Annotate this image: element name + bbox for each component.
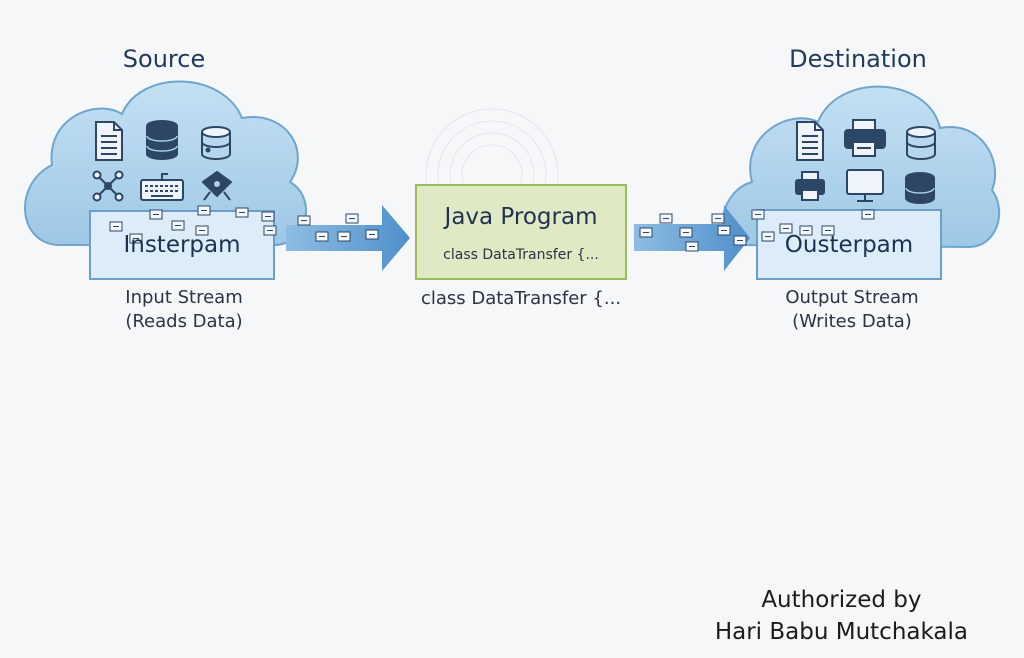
java-program-box: [415, 184, 627, 280]
network-icon: [92, 170, 124, 202]
database-icon: [905, 172, 935, 204]
author-line2: Hari Babu Mutchakala: [714, 619, 968, 645]
database-icon: [146, 120, 178, 160]
source-icons: [92, 120, 233, 202]
printer-icon: [844, 119, 886, 157]
destination-title: Destination: [789, 45, 927, 73]
output-stream-caption: Output Stream (Writes Data): [762, 286, 942, 334]
document-icon: [796, 121, 824, 161]
output-stream-box-label: Ousterpam: [784, 232, 914, 258]
input-stream-box-label: Insterpam: [123, 232, 241, 258]
monitor-icon: [846, 169, 884, 202]
source-title: Source: [122, 45, 206, 73]
author-credit: Authorized by Hari Babu Mutchakala: [715, 584, 968, 648]
java-program-code: class DataTransfer {...: [443, 247, 599, 263]
share-icon: [201, 170, 233, 201]
keyboard-icon: [140, 173, 184, 201]
output-stream-caption-line2: (Writes Data): [792, 311, 912, 332]
output-stream-box: [756, 209, 942, 280]
destination-icons: [795, 119, 936, 204]
printer-icon: [795, 171, 825, 201]
input-stream-caption-line1: Input Stream: [125, 287, 243, 308]
output-stream-caption-line1: Output Stream: [785, 287, 919, 308]
java-program-title: Java Program: [444, 204, 598, 230]
document-icon: [95, 121, 123, 161]
java-program-code-caption: class DataTransfer {...: [420, 288, 622, 309]
data-packets: [109, 205, 875, 252]
database-icon: [201, 126, 231, 160]
destination-cloud: [721, 85, 1001, 249]
output-arrow: [634, 205, 750, 271]
input-stream-caption-line2: (Reads Data): [125, 311, 243, 332]
author-line1: Authorized by: [761, 587, 922, 613]
input-stream-caption: Input Stream (Reads Data): [94, 286, 274, 334]
database-icon: [906, 126, 936, 160]
